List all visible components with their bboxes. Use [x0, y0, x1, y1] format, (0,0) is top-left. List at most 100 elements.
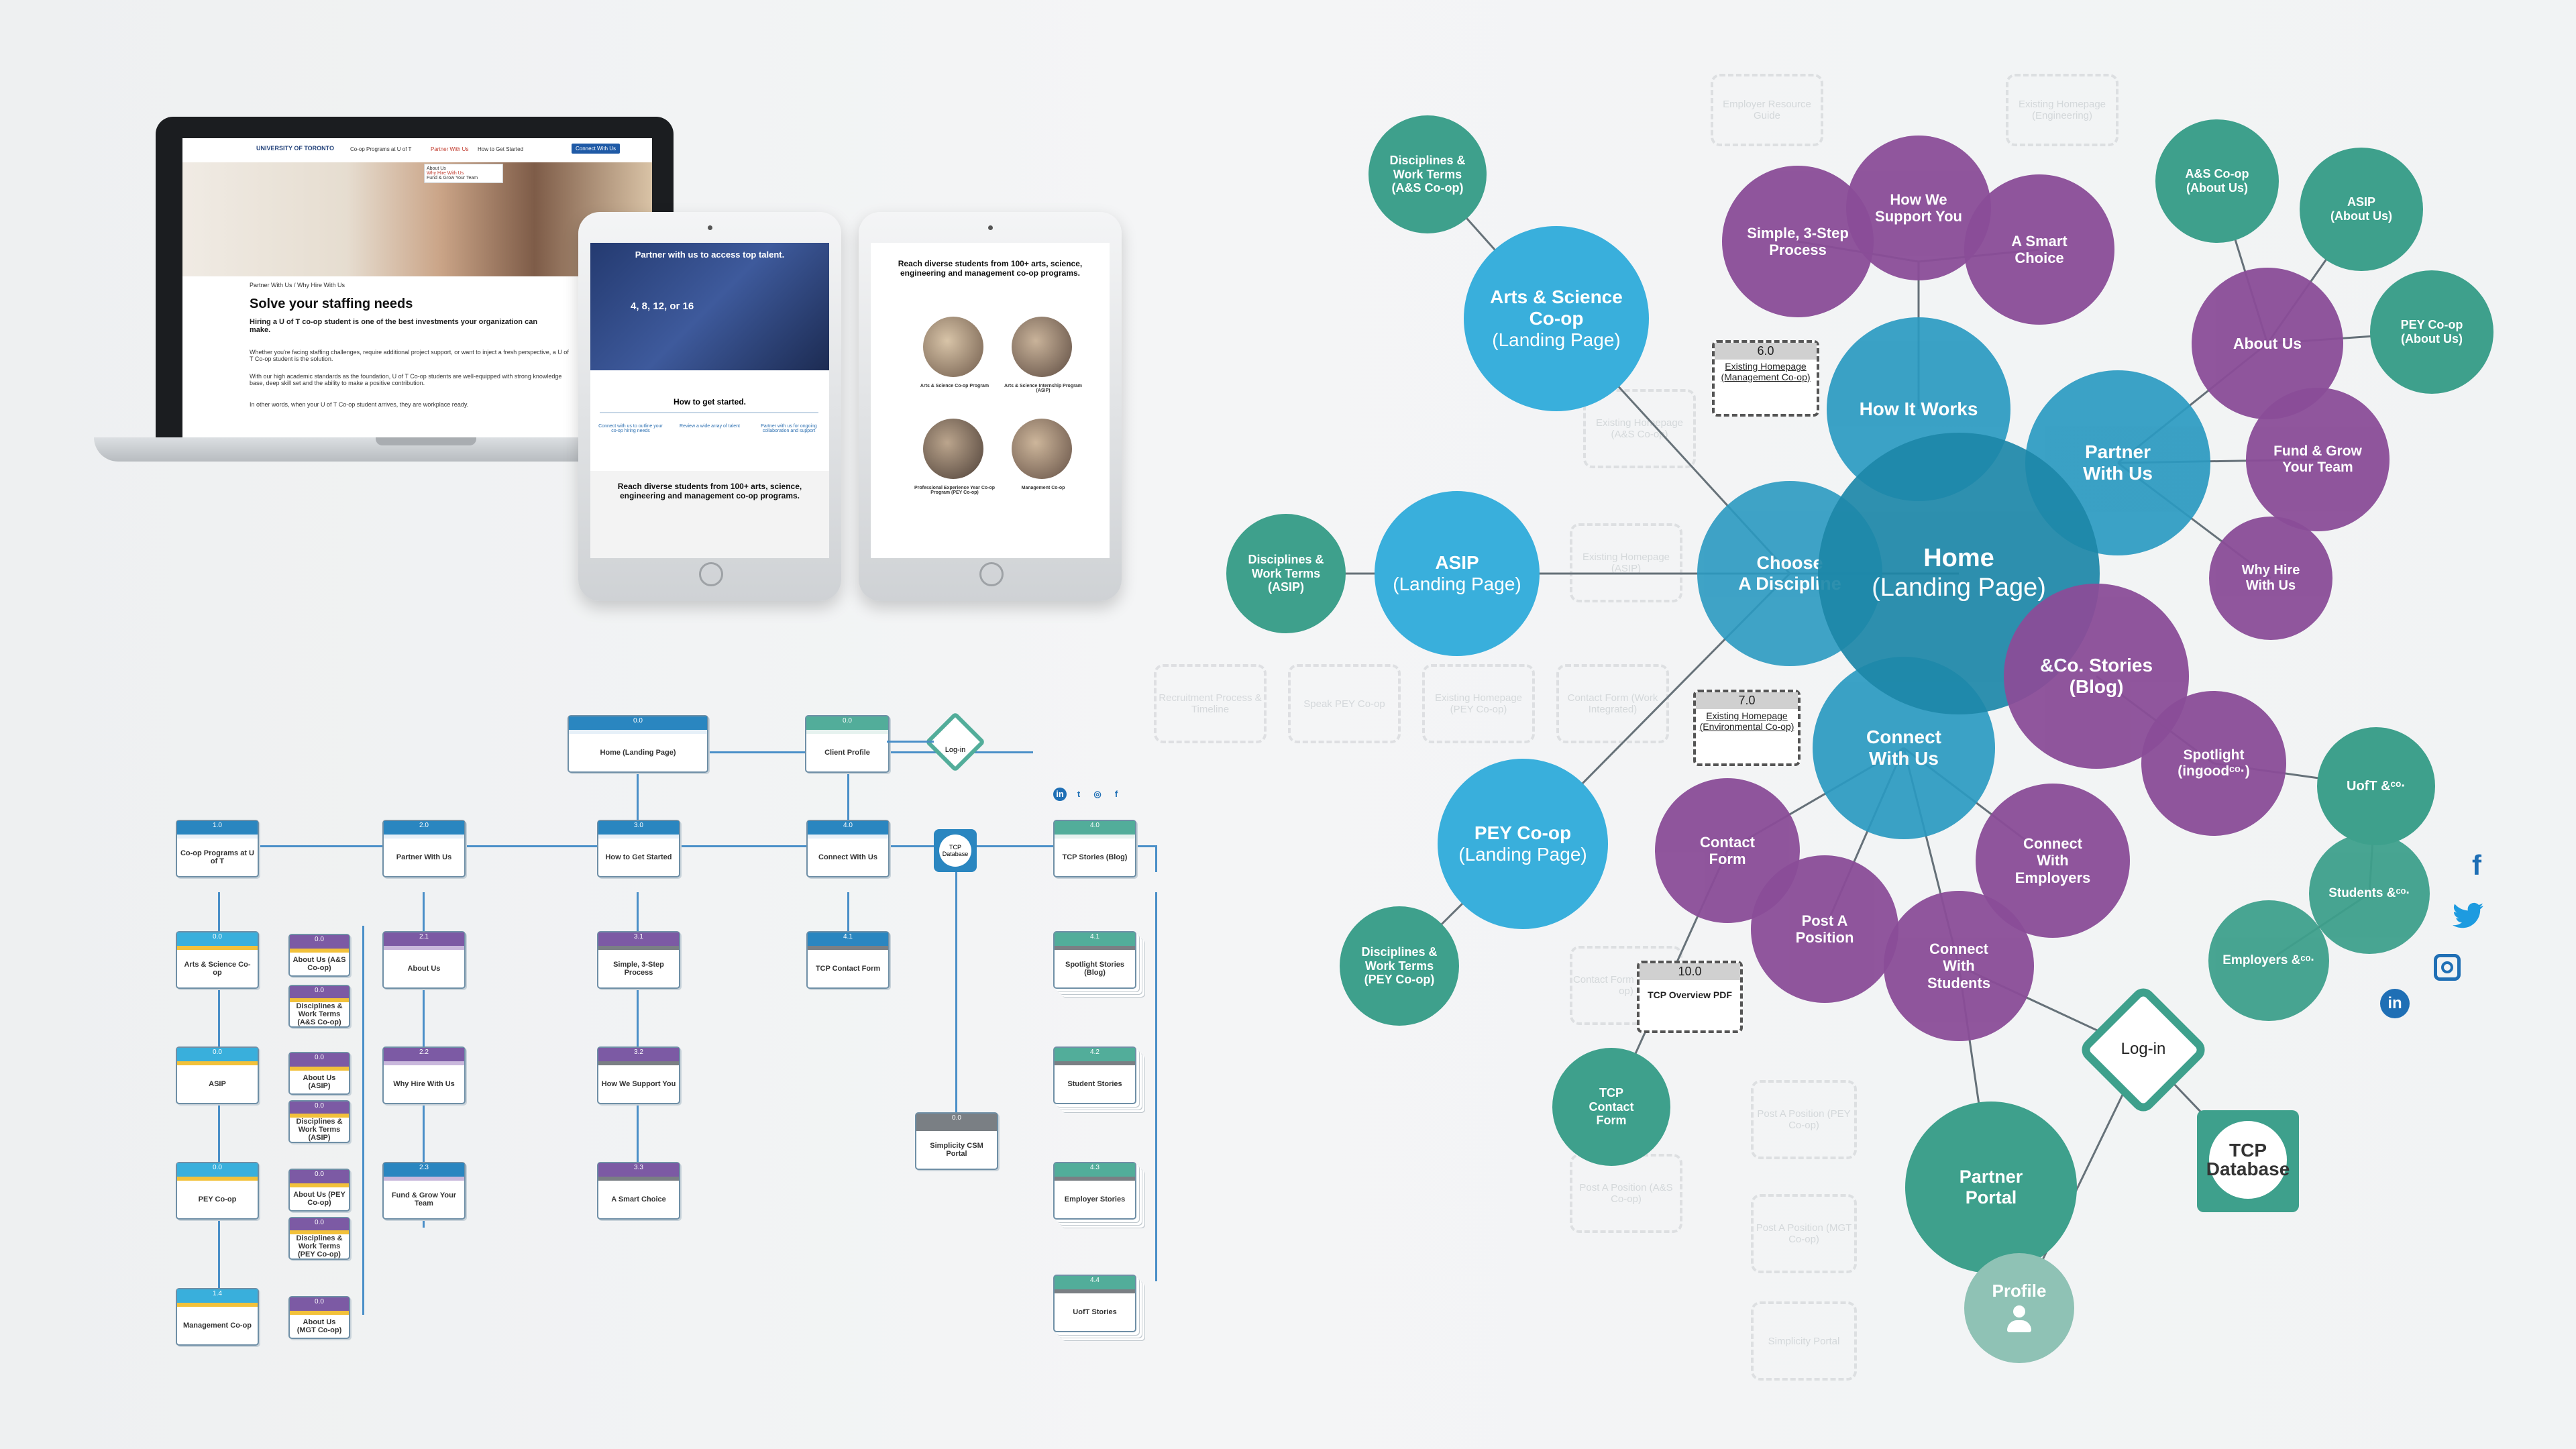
bubble-label: Students &ᶜᵒ·: [2328, 886, 2410, 901]
bubble-label: How We: [1890, 191, 1947, 208]
linkedin-icon[interactable]: in: [2380, 989, 2410, 1018]
bubble-label: Simple, 3-Step: [1747, 225, 1849, 241]
login-label: Log-in: [2096, 1040, 2190, 1059]
pey-about-bubble[interactable]: PEY Co-op(About Us): [2370, 270, 2493, 394]
uoft-co-bubble[interactable]: UofT &ᶜᵒ·: [2317, 727, 2435, 845]
bubble-label: A&S Co-op: [2186, 167, 2249, 181]
employers-co-bubble[interactable]: Employers &ᶜᵒ·: [2208, 900, 2329, 1021]
bubble-label: Work Terms: [1252, 567, 1320, 581]
tcp-overview-pdf[interactable]: 10.0 TCP Overview PDF: [1637, 961, 1743, 1033]
page-number: 10.0: [1640, 963, 1740, 980]
faded-box: Contact Form (Work Integrated): [1556, 664, 1669, 743]
bubble-label: Disciplines &: [1389, 154, 1465, 168]
faded-box: Employer Resource Guide: [1711, 74, 1823, 146]
bubble-label: Connect: [2023, 835, 2082, 852]
bubble-label: (About Us): [2330, 209, 2392, 223]
disciplines-pey-bubble[interactable]: Disciplines &Work Terms(PEY Co-op): [1340, 906, 1459, 1026]
bubble-label: Arts & Science: [1490, 286, 1623, 308]
twitter-icon[interactable]: [2453, 902, 2483, 929]
asip-bubble[interactable]: ASIP(Landing Page): [1375, 491, 1540, 656]
bubble-label: (ingoodᶜᵒ·): [2178, 763, 2250, 780]
disciplines-asip-bubble[interactable]: Disciplines &Work Terms(ASIP): [1226, 514, 1346, 633]
bubble-label: Connect: [1866, 727, 1941, 748]
bubble-label: Why Hire: [2242, 563, 2300, 578]
bubble-label: Spotlight: [2184, 747, 2245, 763]
faded-box: Existing Homepage (Engineering): [2006, 74, 2118, 146]
label-line: TCP: [2229, 1141, 2267, 1160]
bubble-label: Partner: [2085, 441, 2151, 463]
bubble-label: Form: [1709, 851, 1746, 867]
faded-box: Existing Homepage (A&S Co-op): [1583, 389, 1696, 468]
bubble-label: Contact: [1700, 834, 1755, 851]
pey-bubble[interactable]: PEY Co-op(Landing Page): [1438, 759, 1608, 929]
bubble-label: (Landing Page): [1458, 844, 1587, 865]
bubble-label: (Blog): [2070, 676, 2124, 698]
spotlight-bubble[interactable]: Spotlight(ingoodᶜᵒ·): [2141, 691, 2286, 836]
faded-box: Post A Position (PEY Co-op): [1751, 1080, 1857, 1159]
faded-box: Simplicity Portal: [1751, 1301, 1857, 1381]
bubble-label: Employers: [2015, 869, 2091, 886]
page-label: Existing Homepage (Environmental Co-op): [1696, 709, 1798, 733]
bubble-label: Co-op: [1529, 308, 1584, 329]
bubble-label: (Landing Page): [1393, 574, 1521, 595]
page-label: TCP Overview PDF: [1640, 980, 1740, 1010]
bubble-label: &Co. Stories: [2040, 655, 2153, 676]
bubble-label: Work Terms: [1365, 959, 1434, 973]
bubble-label: Connect: [1929, 941, 1988, 957]
bubble-label: Work Terms: [1393, 168, 1462, 182]
bubble-label: How It Works: [1860, 398, 1978, 420]
students-co-bubble[interactable]: Students &ᶜᵒ·: [2309, 833, 2430, 954]
facebook-icon[interactable]: f: [2463, 852, 2490, 879]
asip-about-bubble[interactable]: ASIP(About Us): [2300, 148, 2423, 271]
existing-homepage-management[interactable]: 6.0 Existing Homepage (Management Co-op): [1712, 340, 1819, 417]
bubble-label: (About Us): [2186, 181, 2248, 195]
bubble-label: With: [2037, 852, 2068, 869]
bubble-label: With Us: [2246, 578, 2296, 594]
bubble-label: (Landing Page): [1872, 574, 2046, 603]
tcp-database[interactable]: TCP Database: [2197, 1110, 2299, 1212]
bubble-label: Home: [1923, 544, 1994, 574]
profile-bubble[interactable]: Profile: [1964, 1253, 2074, 1363]
disciplines-as-bubble[interactable]: Disciplines &Work Terms(A&S Co-op): [1368, 115, 1487, 233]
existing-homepage-environmental[interactable]: 7.0 Existing Homepage (Environmental Co-…: [1693, 690, 1801, 766]
bubble-label: About Us: [2233, 335, 2302, 352]
label-line: Database: [2206, 1160, 2290, 1179]
faded-box: Recruitment Process & Timeline: [1154, 664, 1267, 743]
bubble-label: Choose: [1756, 553, 1823, 574]
bubble-label: With: [1943, 957, 1974, 974]
bubble-label: Fund & Grow: [2273, 443, 2362, 460]
bubble-label: A Smart: [2011, 233, 2068, 250]
bubble-label: ASIP: [2347, 195, 2375, 209]
bubble-label: Process: [1769, 241, 1827, 258]
bubble-label: (About Us): [2401, 332, 2463, 346]
instagram-icon[interactable]: [2434, 954, 2461, 981]
bubble-label: (PEY Co-op): [1364, 973, 1435, 987]
tcp-database-label: TCP Database: [2209, 1121, 2287, 1199]
bubble-label: Disciplines &: [1361, 945, 1437, 959]
faded-box: Existing Homepage (ASIP): [1570, 523, 1682, 602]
bubble-label: With Us: [2083, 463, 2153, 484]
bubble-label: Choice: [2015, 250, 2063, 266]
bubble-label: Students: [1927, 975, 1990, 991]
bubble-label: Profile: [1992, 1281, 2047, 1301]
as-about-bubble[interactable]: A&S Co-op(About Us): [2155, 119, 2279, 243]
bubble-label: TCP: [1599, 1086, 1623, 1100]
bubble-label: Support You: [1875, 208, 1962, 225]
bubble-label: Contact: [1589, 1100, 1634, 1114]
page-number: 6.0: [1715, 343, 1817, 360]
page-number: 7.0: [1696, 692, 1798, 709]
faded-box: Existing Homepage (PEY Co-op): [1422, 664, 1535, 743]
bubble-label: With Us: [1869, 748, 1939, 769]
page-label: Existing Homepage (Management Co-op): [1715, 360, 1817, 384]
bubble-label: (A&S Co-op): [1392, 181, 1464, 195]
bubble-label: Position: [1796, 929, 1854, 946]
bubble-label: Post A: [1802, 912, 1848, 929]
